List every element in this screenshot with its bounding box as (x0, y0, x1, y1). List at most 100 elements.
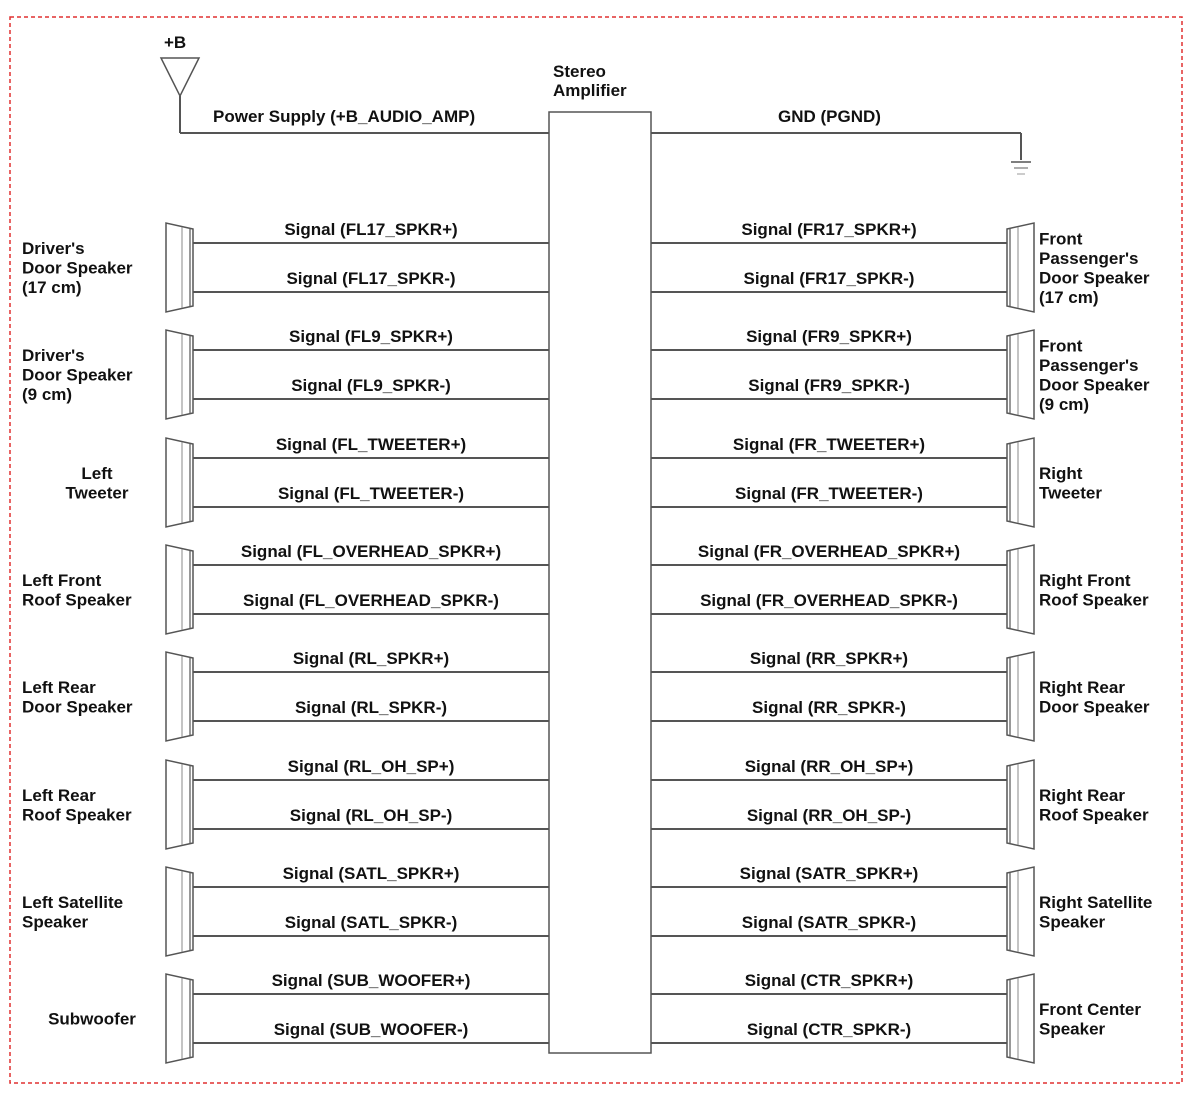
right-speaker-icon (1006, 329, 1035, 420)
left-negative-signal-label: Signal (FL_TWEETER-) (278, 484, 464, 503)
left-speaker-name-line: (9 cm) (22, 385, 72, 404)
left-negative-signal-label: Signal (RL_SPKR-) (295, 698, 447, 717)
right-speaker-name-line: Tweeter (1039, 483, 1102, 502)
left-speaker-name-line: Roof Speaker (22, 805, 132, 824)
left-speaker-name-line: Speaker (22, 912, 89, 931)
left-speaker-name-line: Left Rear (22, 786, 96, 805)
left-positive-signal-label: Signal (RL_SPKR+) (293, 649, 449, 668)
left-speaker-icon (165, 544, 194, 635)
right-speaker-name-line: Front Center (1039, 1000, 1141, 1019)
right-speaker-name-line: (9 cm) (1039, 395, 1089, 414)
amplifier-label-line1: Stereo (553, 62, 606, 81)
right-negative-signal-label: Signal (RR_SPKR-) (752, 698, 906, 717)
ground-icon (1011, 133, 1031, 175)
left-speaker-name-line: Driver's (22, 239, 85, 258)
right-speaker-icon (1006, 544, 1035, 635)
left-speaker-name-line: Left Rear (22, 678, 96, 697)
battery-supply-icon (159, 57, 201, 133)
right-negative-signal-label: Signal (SATR_SPKR-) (742, 913, 916, 932)
right-negative-signal-label: Signal (RR_OH_SP-) (747, 806, 911, 825)
right-speaker-name-line: Door Speaker (1039, 268, 1150, 287)
right-speaker-name-line: Right Rear (1039, 678, 1125, 697)
left-negative-signal-label: Signal (FL9_SPKR-) (291, 376, 451, 395)
speaker-row: Signal (FL_TWEETER+) Signal (FL_TWEETER-)… (66, 435, 1102, 528)
speaker-row: Signal (FL17_SPKR+) Signal (FL17_SPKR-) Si… (22, 220, 1150, 313)
right-speaker-name-line: Passenger's (1039, 356, 1139, 375)
amplifier-label-line2: Amplifier (553, 81, 627, 100)
speaker-rows: Signal (FL17_SPKR+) Signal (FL17_SPKR-) Si… (22, 220, 1152, 1064)
right-positive-signal-label: Signal (SATR_SPKR+) (740, 864, 919, 883)
speaker-row: Signal (SUB_WOOFER+) Signal (SUB_WOOFER-)… (48, 971, 1141, 1064)
right-speaker-name-line: Right (1039, 464, 1083, 483)
right-speaker-icon (1006, 437, 1035, 528)
right-negative-signal-label: Signal (FR_OVERHEAD_SPKR-) (700, 591, 958, 610)
left-speaker-icon (165, 866, 194, 957)
left-speaker-name-line: Door Speaker (22, 366, 133, 385)
right-speaker-name-line: Speaker (1039, 912, 1106, 931)
left-speaker-name-line: Left Satellite (22, 893, 123, 912)
left-speaker-icon (165, 651, 194, 742)
left-negative-signal-label: Signal (FL_OVERHEAD_SPKR-) (243, 591, 499, 610)
left-speaker-name-line: Roof Speaker (22, 590, 132, 609)
left-speaker-name-line: Door Speaker (22, 697, 133, 716)
ground-label: GND (PGND) (778, 107, 881, 126)
left-speaker-name-line: Left Front (22, 571, 102, 590)
left-negative-signal-label: Signal (SUB_WOOFER-) (274, 1020, 469, 1039)
left-positive-signal-label: Signal (SUB_WOOFER+) (272, 971, 471, 990)
supply-symbol-label: +B (164, 33, 186, 52)
right-speaker-name-line: (17 cm) (1039, 288, 1099, 307)
right-speaker-icon (1006, 866, 1035, 957)
right-speaker-name-line: Right Rear (1039, 786, 1125, 805)
right-positive-signal-label: Signal (RR_SPKR+) (750, 649, 908, 668)
right-speaker-name-line: Roof Speaker (1039, 590, 1149, 609)
speaker-row: Signal (RL_OH_SP+) Signal (RL_OH_SP-) Sign… (22, 757, 1149, 850)
right-speaker-icon (1006, 973, 1035, 1064)
speaker-row: Signal (SATL_SPKR+) Signal (SATL_SPKR-) Si… (22, 864, 1152, 957)
right-speaker-name-line: Front (1039, 229, 1083, 248)
right-speaker-name-line: Right Satellite (1039, 893, 1152, 912)
stereo-amplifier-box (548, 111, 652, 1054)
left-positive-signal-label: Signal (FL_TWEETER+) (276, 435, 466, 454)
left-positive-signal-label: Signal (FL9_SPKR+) (289, 327, 453, 346)
right-positive-signal-label: Signal (FR9_SPKR+) (746, 327, 912, 346)
left-negative-signal-label: Signal (SATL_SPKR-) (285, 913, 458, 932)
right-speaker-name-line: Passenger's (1039, 249, 1139, 268)
left-positive-signal-label: Signal (FL_OVERHEAD_SPKR+) (241, 542, 501, 561)
left-positive-signal-label: Signal (SATL_SPKR+) (283, 864, 460, 883)
diagram-border (9, 16, 1183, 1084)
left-speaker-icon (165, 759, 194, 850)
right-negative-signal-label: Signal (FR17_SPKR-) (744, 269, 915, 288)
left-speaker-name-line: Tweeter (66, 483, 129, 502)
right-speaker-name-line: Door Speaker (1039, 697, 1150, 716)
left-speaker-icon (165, 437, 194, 528)
left-speaker-icon (165, 222, 194, 313)
left-speaker-name-line: Driver's (22, 346, 85, 365)
left-speaker-name-line: Door Speaker (22, 259, 133, 278)
speaker-row: Signal (FL9_SPKR+) Signal (FL9_SPKR-) Sign… (22, 327, 1150, 420)
power-supply-label: Power Supply (+B_AUDIO_AMP) (213, 107, 475, 126)
right-positive-signal-label: Signal (FR17_SPKR+) (741, 220, 916, 239)
left-speaker-name-line: Left (81, 464, 113, 483)
right-speaker-name-line: Front (1039, 336, 1083, 355)
left-positive-signal-label: Signal (RL_OH_SP+) (288, 757, 455, 776)
speaker-row: Signal (RL_SPKR+) Signal (RL_SPKR-) Signal… (22, 649, 1150, 742)
left-speaker-icon (165, 973, 194, 1064)
right-positive-signal-label: Signal (FR_OVERHEAD_SPKR+) (698, 542, 960, 561)
right-negative-signal-label: Signal (CTR_SPKR-) (747, 1020, 911, 1039)
left-speaker-icon (165, 329, 194, 420)
right-speaker-icon (1006, 759, 1035, 850)
left-speaker-name-line: (17 cm) (22, 278, 82, 297)
right-positive-signal-label: Signal (FR_TWEETER+) (733, 435, 925, 454)
left-positive-signal-label: Signal (FL17_SPKR+) (284, 220, 457, 239)
right-speaker-name-line: Roof Speaker (1039, 805, 1149, 824)
right-negative-signal-label: Signal (FR_TWEETER-) (735, 484, 923, 503)
left-negative-signal-label: Signal (FL17_SPKR-) (286, 269, 455, 288)
right-speaker-name-line: Speaker (1039, 1019, 1106, 1038)
right-speaker-name-line: Right Front (1039, 571, 1131, 590)
right-speaker-icon (1006, 651, 1035, 742)
right-positive-signal-label: Signal (RR_OH_SP+) (745, 757, 914, 776)
right-speaker-name-line: Door Speaker (1039, 375, 1150, 394)
left-negative-signal-label: Signal (RL_OH_SP-) (290, 806, 452, 825)
right-positive-signal-label: Signal (CTR_SPKR+) (745, 971, 914, 990)
